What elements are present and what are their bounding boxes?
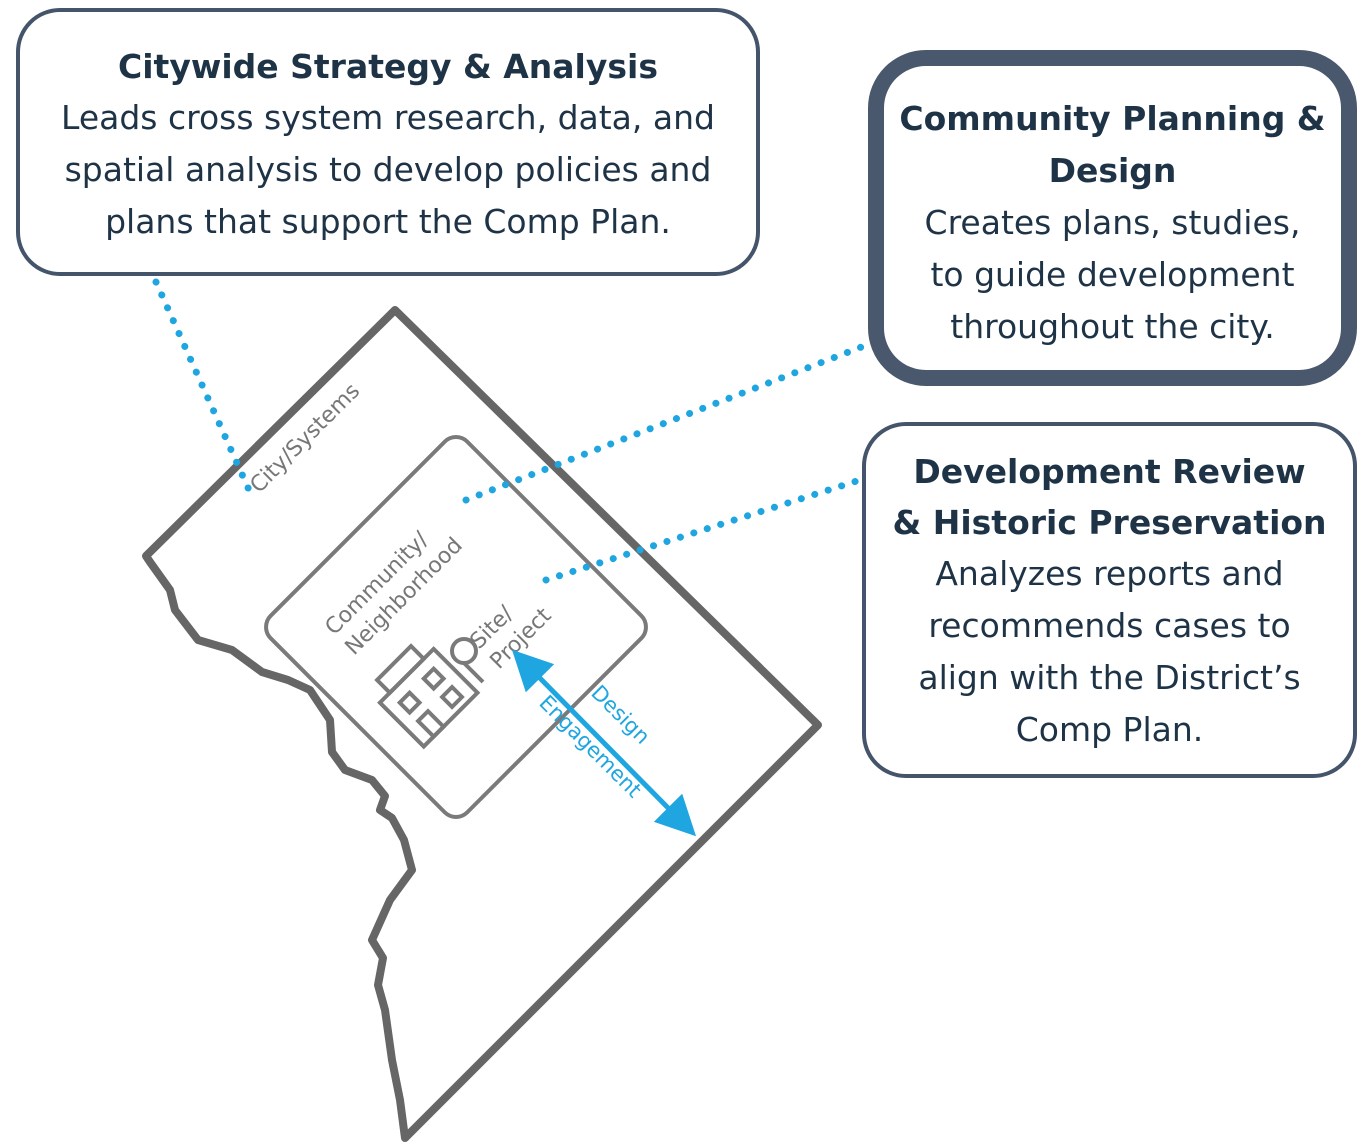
callout-planning-title-line1: Community Planning & xyxy=(899,99,1326,138)
callout-planning-title-line2: Design xyxy=(1048,151,1177,190)
leader-planning xyxy=(462,342,868,504)
callout-planning-body-line2: to guide development xyxy=(930,255,1295,294)
callout-review-body-line1: Analyzes reports and xyxy=(935,554,1284,593)
leader-review xyxy=(542,476,864,584)
callout-strategy-body-line3: plans that support the Comp Plan. xyxy=(105,201,671,241)
callout-review-body-line4: Comp Plan. xyxy=(1015,710,1204,749)
callout-review-title-line2: & Historic Preservation xyxy=(892,503,1327,542)
callout-development-review: Development Review & Historic Preservati… xyxy=(862,422,1357,778)
callout-review-title-line1: Development Review xyxy=(913,452,1306,491)
callout-strategy-title: Citywide Strategy & Analysis xyxy=(118,46,658,86)
tree-icon xyxy=(450,637,485,684)
callout-planning-body-line3: throughout the city. xyxy=(950,307,1275,346)
design-engagement-arrow xyxy=(511,649,697,837)
callout-strategy-body-line1: Leads cross system research, data, and xyxy=(61,97,715,137)
callout-community-planning: Community Planning & Design Creates plan… xyxy=(868,50,1357,386)
callout-citywide-strategy: Citywide Strategy & Analysis Leads cross… xyxy=(16,8,760,276)
city-outline xyxy=(142,306,822,1142)
callout-review-body-line2: recommends cases to xyxy=(928,606,1291,645)
building-icon xyxy=(374,643,481,750)
leader-strategy xyxy=(152,278,253,494)
callout-strategy-body-line2: spatial analysis to develop policies and xyxy=(64,149,712,189)
callout-review-body-line3: align with the District’s xyxy=(918,658,1301,697)
callout-planning-body-line1: Creates plans, studies, xyxy=(924,203,1301,242)
